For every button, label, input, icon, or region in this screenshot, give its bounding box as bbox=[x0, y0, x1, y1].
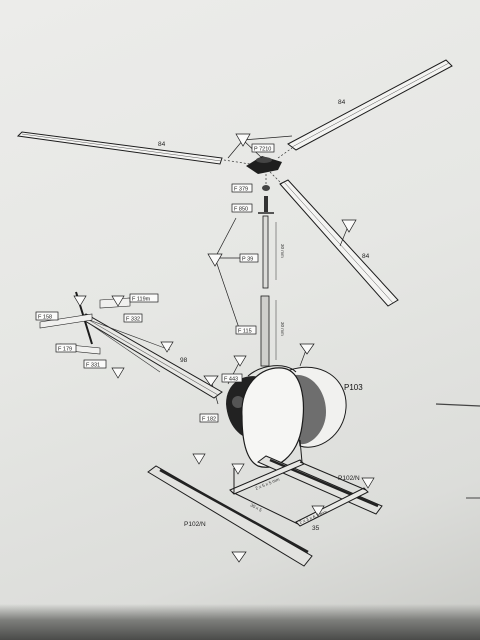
label-blade-left: 84 bbox=[158, 141, 166, 148]
monitor-bezel-shadow bbox=[0, 604, 480, 640]
skid-right bbox=[257, 455, 383, 515]
tail-boom bbox=[79, 313, 223, 399]
triangle-callouts bbox=[73, 133, 375, 563]
rotor-hub bbox=[246, 156, 282, 174]
label-hub: P 7210 bbox=[254, 147, 271, 153]
label-blade-top: 84 bbox=[338, 99, 346, 106]
label-f115: F 115 bbox=[238, 329, 252, 335]
label-cockpit: P103 bbox=[344, 383, 363, 392]
label-shaft-dim-upper: 30 mm bbox=[280, 244, 285, 258]
label-f379: F 379 bbox=[234, 187, 248, 193]
label-skid-right: P102/N bbox=[338, 475, 360, 482]
rotor-blade-top bbox=[287, 59, 453, 151]
cross-tubes bbox=[229, 439, 369, 527]
label-f182: F 182 bbox=[202, 417, 216, 423]
edge-line-artifact bbox=[435, 403, 480, 407]
label-p39: P 39 bbox=[242, 257, 253, 263]
label-cross-tube: 35 bbox=[312, 525, 320, 532]
skid-left bbox=[147, 465, 313, 567]
label-f850: F 850 bbox=[234, 207, 248, 213]
small-parts bbox=[258, 185, 274, 214]
part-label-boxes bbox=[35, 143, 275, 423]
label-f331: F 331 bbox=[86, 363, 100, 369]
label-f332: F 332 bbox=[126, 317, 140, 323]
label-f443: F 443 bbox=[224, 377, 238, 383]
label-f158: F 158 bbox=[38, 315, 52, 321]
label-blade-right: 84 bbox=[362, 253, 370, 260]
label-shaft-dim-lower: 30 mm bbox=[280, 322, 285, 336]
label-tail-boom: 98 bbox=[180, 357, 188, 364]
label-cross-dim-b: 2 x 3 x 6,7 mm bbox=[299, 509, 328, 525]
rotor-blade-left bbox=[16, 131, 223, 165]
leader-lines bbox=[210, 135, 350, 405]
rotor-blade-right bbox=[279, 179, 399, 307]
label-f179: F 179 bbox=[58, 347, 72, 353]
label-skid-dim: 30 x 5 bbox=[250, 502, 264, 512]
main-shaft bbox=[260, 215, 277, 367]
cockpit-bubble-front bbox=[241, 365, 304, 468]
label-f119m: F 119m bbox=[132, 297, 151, 303]
label-skid-left: P102/N bbox=[184, 521, 206, 528]
